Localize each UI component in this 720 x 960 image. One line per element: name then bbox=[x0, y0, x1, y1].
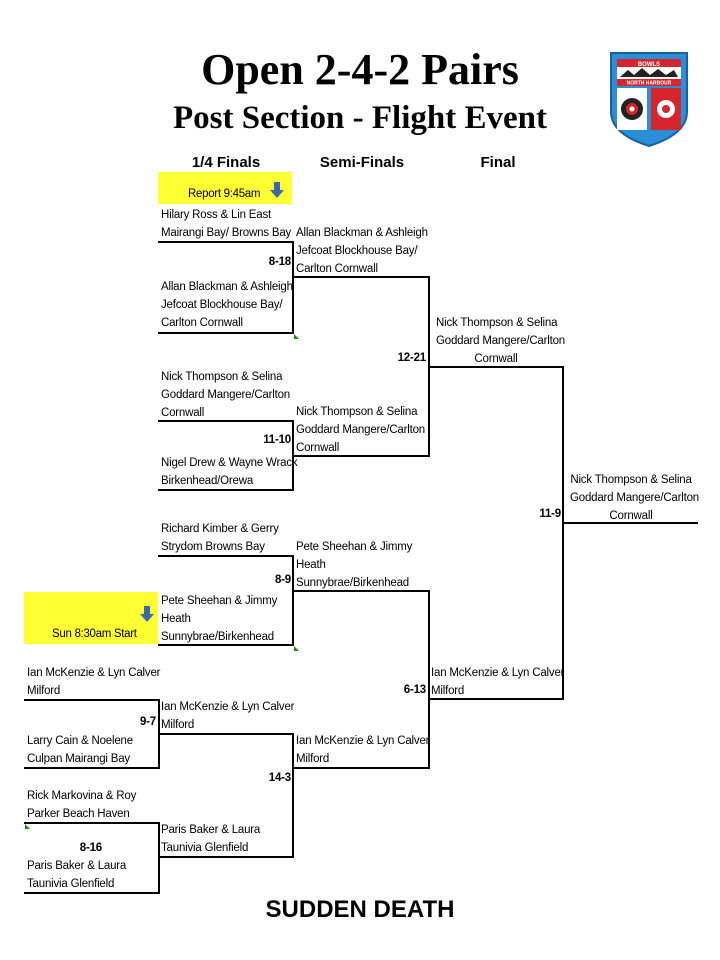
bracket-line bbox=[158, 555, 294, 557]
column-header-quarter-finals: 1/4 Finals bbox=[191, 154, 261, 171]
page-title: Open 2-4-2 Pairs bbox=[201, 45, 519, 94]
green-marker bbox=[294, 646, 299, 651]
bracket-line bbox=[24, 892, 160, 894]
final-score: 11-9 bbox=[539, 508, 561, 520]
bracket-line bbox=[158, 856, 294, 858]
bracket-line bbox=[158, 332, 294, 334]
bracket-line bbox=[428, 366, 564, 368]
start-time-note: Sun 8:30am Start bbox=[52, 628, 137, 640]
north-harbour-bowls-logo: BOWLS NORTH HARBOUR bbox=[610, 52, 688, 148]
bracket-line bbox=[292, 276, 430, 278]
start-time-highlight: Sun 8:30am Start bbox=[24, 592, 158, 644]
column-header-final: Final bbox=[480, 154, 516, 171]
bracket-line bbox=[158, 823, 160, 893]
logo-band-text: NORTH HARBOUR bbox=[627, 81, 672, 87]
bracket-line bbox=[292, 590, 430, 592]
bracket-line bbox=[428, 591, 430, 769]
qf1-score: 8-18 bbox=[268, 256, 291, 268]
qf4-score: 14-3 bbox=[268, 772, 291, 784]
bracket-line bbox=[292, 455, 430, 457]
bracket-line bbox=[562, 522, 698, 524]
qf3-score: 8-9 bbox=[274, 574, 291, 586]
bracket-line bbox=[24, 822, 160, 824]
bracket-line bbox=[292, 556, 294, 646]
bracket-line bbox=[158, 644, 294, 646]
bracket-line bbox=[24, 699, 160, 701]
r1-m1-score: 9-7 bbox=[139, 716, 156, 728]
bracket-line bbox=[158, 241, 294, 243]
bracket-line bbox=[158, 489, 294, 491]
report-time-highlight: Report 9:45am bbox=[158, 172, 292, 204]
page-subtitle: Post Section - Flight Event bbox=[173, 100, 547, 136]
arrow-down-icon bbox=[270, 182, 284, 198]
bracket-line bbox=[292, 734, 294, 858]
sudden-death-footer: SUDDEN DEATH bbox=[265, 896, 455, 923]
bracket-line bbox=[292, 767, 430, 769]
arrow-down-icon bbox=[140, 606, 154, 622]
green-marker bbox=[25, 824, 30, 829]
column-header-semi-finals: Semi-Finals bbox=[319, 154, 405, 171]
qf2-score: 11-10 bbox=[263, 434, 291, 446]
report-time-note: Report 9:45am bbox=[188, 188, 261, 200]
sf2-score: 6-13 bbox=[403, 684, 426, 696]
bracket-line bbox=[158, 420, 294, 422]
bracket-line bbox=[428, 698, 564, 700]
logo-top-text: BOWLS bbox=[638, 62, 660, 68]
bracket-line bbox=[158, 733, 294, 735]
sf1-score: 12-21 bbox=[397, 352, 427, 364]
r1-m2-score: 8-16 bbox=[79, 842, 102, 854]
green-marker bbox=[294, 334, 299, 339]
bracket-line bbox=[24, 767, 160, 769]
bracket-line bbox=[292, 242, 294, 334]
bracket-line bbox=[562, 367, 564, 699]
